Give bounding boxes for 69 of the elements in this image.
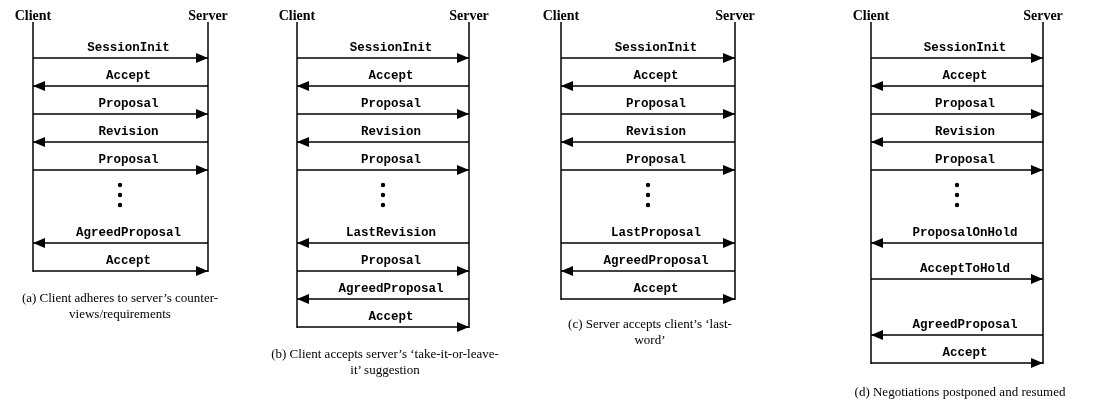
message-arrow: [560, 266, 736, 276]
edge-label: AgreedProposal: [75, 226, 182, 240]
message-arrow: [560, 165, 736, 175]
participant-label: Server: [187, 8, 229, 24]
message-arrow: [560, 53, 736, 63]
edge-label: Accept: [632, 282, 680, 296]
edge-label: Accept: [367, 310, 415, 324]
edge-label: Accept: [105, 254, 152, 268]
message-arrow: [296, 266, 470, 276]
message-arrow: [870, 274, 1044, 284]
participant-label: Client: [541, 8, 581, 24]
message-arrow: [296, 109, 470, 119]
message-arrow: [870, 53, 1044, 63]
edge-label: ProposalOnHold: [911, 226, 1019, 240]
edge-label: AgreedProposal: [337, 282, 445, 296]
edge-label: AgreedProposal: [602, 254, 710, 268]
caption: (c) Server accepts client’s ‘last-word’: [567, 316, 733, 348]
edge-label: AgreedProposal: [911, 318, 1019, 332]
edge-label: Proposal: [625, 153, 687, 167]
message-arrow: [870, 109, 1044, 119]
participant-label: Client: [851, 8, 891, 24]
message-arrow: [32, 53, 209, 63]
message-arrow: [32, 109, 209, 119]
message-arrow: [296, 165, 470, 175]
message-arrow: [296, 294, 470, 304]
message-arrow: [870, 81, 1044, 91]
edge-label: Proposal: [97, 153, 160, 167]
message-arrow: [32, 238, 209, 248]
message-arrow: [296, 53, 470, 63]
message-arrow: [870, 358, 1044, 368]
message-arrow: [560, 238, 736, 248]
message-arrow: [870, 330, 1044, 340]
message-arrow: [870, 238, 1044, 248]
edge-label: Accept: [105, 69, 152, 83]
edge-label: Accept: [367, 69, 415, 83]
edge-label: Accept: [632, 69, 680, 83]
participant-label: Client: [13, 8, 53, 24]
message-arrow: [32, 137, 209, 147]
participant-label: Server: [714, 8, 756, 24]
edge-label: Proposal: [360, 254, 422, 268]
message-arrow: [560, 109, 736, 119]
caption: (b) Client accepts server’s ‘take-it-or-leave-it’ suggestion: [270, 346, 500, 378]
edge-label: Proposal: [360, 153, 422, 167]
edge-label: Proposal: [934, 153, 996, 167]
message-arrow: [296, 238, 470, 248]
message-arrow: [296, 137, 470, 147]
message-arrow: [870, 165, 1044, 175]
message-arrow: [32, 165, 209, 175]
participant-label: Client: [277, 8, 317, 24]
edge-label: AcceptToHold: [919, 262, 1011, 276]
edge-label: Proposal: [625, 97, 687, 111]
message-arrow: [296, 81, 470, 91]
edge-label: Accept: [941, 346, 989, 360]
message-arrow: [296, 322, 470, 332]
caption: (a) Client adheres to server’s counter-views/requirements: [20, 290, 220, 322]
message-arrow: [560, 294, 736, 304]
participant-label: Server: [448, 8, 490, 24]
message-arrow: [560, 137, 736, 147]
edge-label: Accept: [941, 69, 989, 83]
message-arrow: [870, 137, 1044, 147]
participant-label: Server: [1022, 8, 1064, 24]
caption: (d) Negotiations postponed and resumed: [853, 384, 1067, 400]
message-arrow: [560, 81, 736, 91]
edge-label: Proposal: [97, 97, 160, 111]
message-arrow: [32, 81, 209, 91]
message-arrow: [32, 266, 209, 276]
edge-label: LastProposal: [610, 226, 702, 240]
edge-label: Proposal: [360, 97, 422, 111]
edge-label: Proposal: [934, 97, 996, 111]
